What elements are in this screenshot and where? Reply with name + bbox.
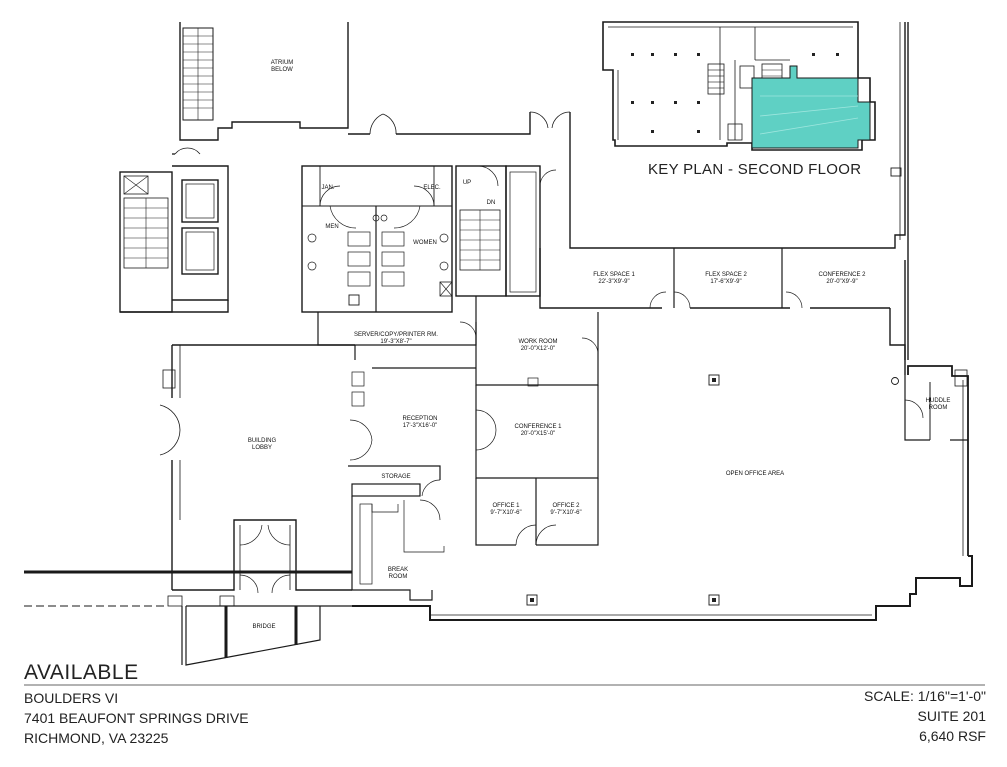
bridge-label: BRIDGE (252, 624, 276, 630)
room-storage-label: STORAGE (381, 474, 411, 480)
key-plan-title: KEY PLAN - SECOND FLOOR (648, 161, 862, 178)
stair-dn-label: DN (486, 200, 496, 206)
building-info: BOULDERS VI 7401 BEAUFONT SPRINGS DRIVE … (24, 688, 249, 748)
suite-info: SCALE: 1/16"=1'-0" SUITE 201 6,640 RSF (864, 686, 986, 746)
suite-highlight (751, 65, 871, 149)
suite-number: SUITE 201 (917, 708, 986, 724)
scale-note: SCALE: 1/16"=1'-0" (864, 688, 986, 704)
stair-up-label: UP (462, 180, 472, 186)
rentable-area: 6,640 RSF (919, 728, 986, 744)
availability-status: AVAILABLE (24, 661, 139, 684)
room-open-office-label: OPEN OFFICE AREA (725, 471, 785, 477)
key-plan (602, 21, 876, 151)
room-men-label: MEN (325, 224, 339, 230)
building-name: BOULDERS VI (24, 690, 119, 706)
room-server-label: SERVER/COPY/PRINTER RM.19'-3"X8'-7" (354, 332, 438, 345)
room-elec-label: ELEC. (423, 185, 441, 191)
city-state-zip: RICHMOND, VA 23225 (24, 730, 169, 746)
street-address: 7401 BEAUFONT SPRINGS DRIVE (24, 710, 249, 726)
room-jan-label: JAN. (321, 185, 335, 191)
room-women-label: WOMEN (413, 240, 437, 246)
